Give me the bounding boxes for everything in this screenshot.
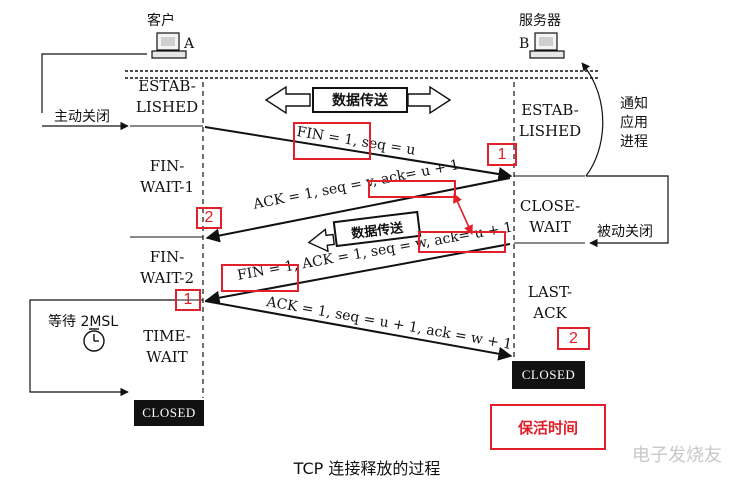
caption: TCP 连接释放的过程 (293, 459, 441, 478)
host-a-label: A (184, 36, 195, 52)
computer-a-icon (151, 32, 187, 59)
server-state-close-wait: CLOSE- WAIT (519, 197, 581, 236)
wait-2msl-label: 等待 2MSL (48, 314, 119, 330)
marker-2-client: 2 (196, 207, 222, 229)
passive-close-label: 被动关闭 (597, 224, 653, 240)
highlight-ack-u1-b (418, 231, 506, 253)
marker-1-server: 1 (487, 143, 517, 166)
client-state-fin-wait-1: FIN- WAIT-1 (139, 157, 195, 196)
active-close-label: 主动关闭 (54, 109, 110, 125)
highlight-ack-u1-a (368, 180, 456, 198)
highlight-fin-2 (221, 264, 299, 292)
computer-b-icon (529, 32, 565, 59)
host-b-label: B (519, 36, 530, 52)
watermark: 电子发烧友 (632, 445, 722, 466)
data-transfer-box-top: 数据传送 (312, 87, 408, 113)
client-label: 客户 (147, 13, 175, 29)
client-state-time-wait: TIME- WAIT (143, 327, 191, 366)
marker-1-client: 1 (175, 289, 201, 311)
highlight-fin-1 (293, 122, 371, 160)
server-state-closed: CLOSED (512, 361, 585, 389)
client-state-established: ESTAB- LISHED (135, 77, 199, 116)
marker-2-server: 2 (557, 327, 590, 350)
client-state-fin-wait-2: FIN- WAIT-2 (139, 248, 195, 287)
server-label: 服务器 (519, 13, 561, 29)
clock-icon (83, 328, 105, 352)
notify-app-label: 通知 应用 进程 (620, 96, 648, 150)
client-state-closed: CLOSED (134, 400, 204, 426)
keepalive-box: 保活时间 (490, 404, 606, 450)
server-state-established: ESTAB- LISHED (518, 101, 582, 140)
server-state-last-ack: LAST- ACK (527, 283, 573, 322)
